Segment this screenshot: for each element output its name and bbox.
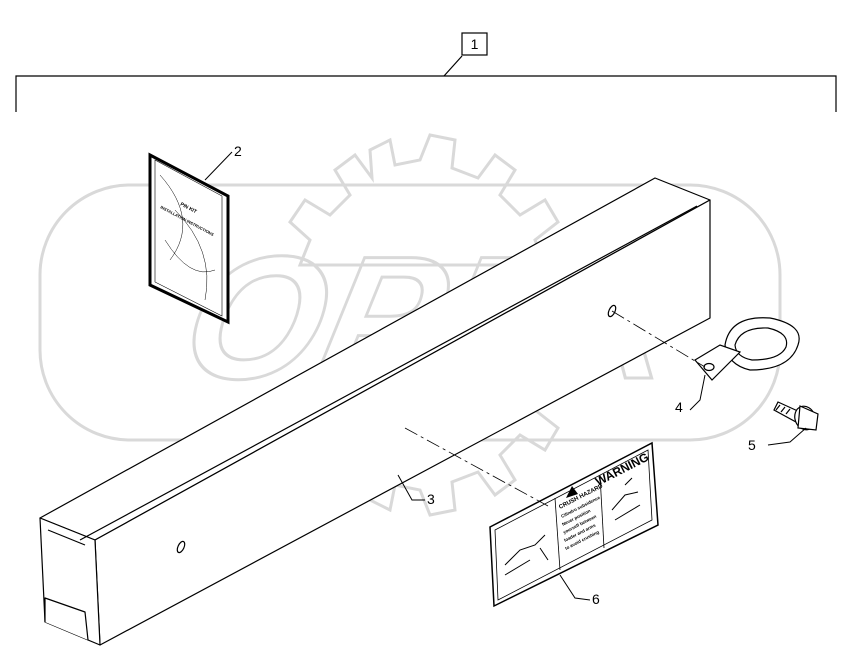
centerlines — [404, 310, 706, 507]
leader-2 — [204, 151, 233, 181]
flange-bolt — [773, 401, 819, 431]
leader-5 — [767, 427, 807, 446]
callout-2: 2 — [234, 143, 242, 159]
callout-3: 3 — [427, 491, 435, 507]
decal-pictogram-left — [504, 534, 549, 576]
channel-beam — [39, 177, 711, 646]
hose-clamp — [694, 317, 800, 381]
beam-hole-left — [176, 540, 186, 554]
callout-5: 5 — [748, 437, 756, 453]
warning-triangle-icon — [566, 486, 578, 498]
callout-1-box — [461, 32, 488, 56]
callout-1: 1 — [471, 36, 479, 52]
callout-6: 6 — [592, 591, 600, 607]
warning-decal: WARNING CRUSH HAZARD Cilindro subsidence… — [489, 441, 659, 608]
assembly-bracket — [15, 32, 837, 112]
callout-4: 4 — [675, 399, 683, 415]
decal-pictogram-right — [611, 477, 641, 521]
leader-4 — [689, 374, 706, 411]
leader-6 — [559, 574, 591, 601]
instruction-manual: PIN KIT INSTALLATION INSTRUCTIONS — [148, 152, 230, 325]
leader-3 — [397, 474, 425, 501]
